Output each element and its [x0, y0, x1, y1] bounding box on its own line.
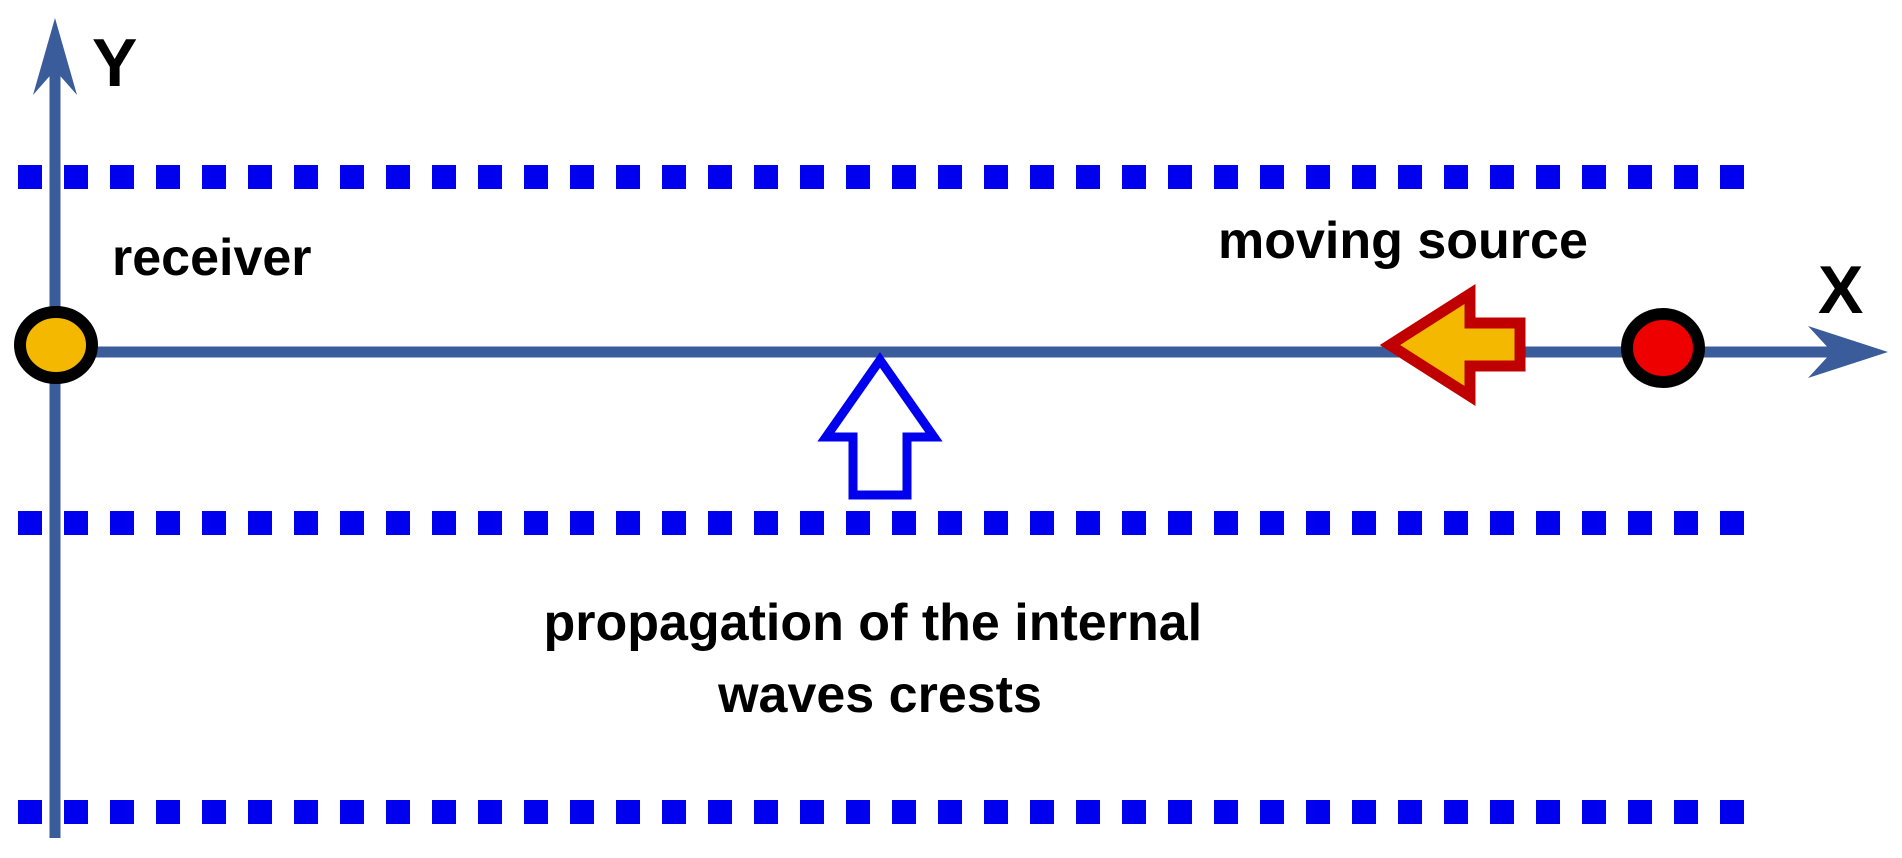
x-axis [55, 326, 1888, 378]
y-axis [33, 18, 77, 838]
source-marker [1621, 308, 1705, 388]
propagation-label-line-2: waves crests [717, 666, 1042, 724]
propagation-label: propagation of the internal waves crests [543, 594, 1216, 724]
receiver-icon [14, 306, 98, 384]
propagation-arrow-icon [817, 352, 943, 500]
y-axis-label: Y [92, 25, 137, 101]
y-axis-arrowhead-icon [33, 18, 77, 95]
source-icon [1621, 308, 1705, 388]
wave-crests [18, 165, 1760, 824]
x-axis-arrowhead-icon [1808, 326, 1888, 378]
receiver-marker [14, 306, 98, 384]
x-axis-label: X [1818, 252, 1863, 328]
moving-source-label: moving source [1218, 212, 1588, 270]
receiver-label: receiver [112, 229, 312, 287]
source-motion-arrow-icon [1379, 283, 1526, 407]
propagation-label-line-1: propagation of the internal [543, 594, 1202, 652]
